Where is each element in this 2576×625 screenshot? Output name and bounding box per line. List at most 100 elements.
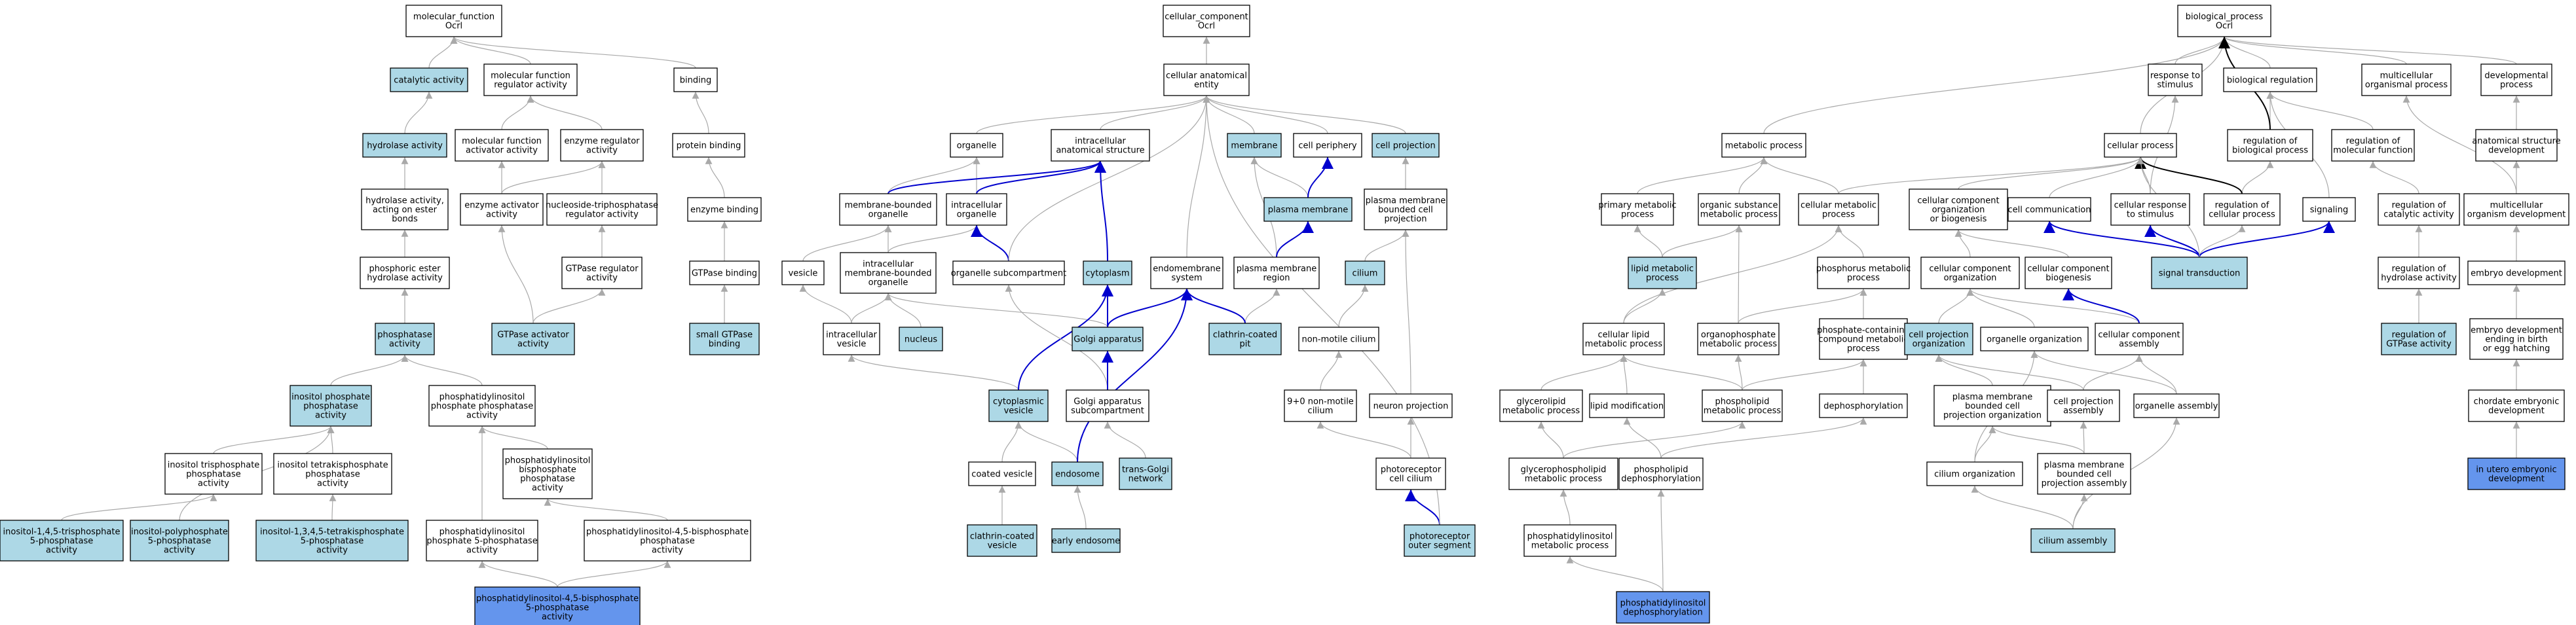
node-vesicle[interactable]: vesicle (781, 260, 825, 285)
node-gtpasebind[interactable]: GTPase binding (689, 260, 760, 285)
node-pibis[interactable]: phosphatidylinositolbisphosphatephosphat… (502, 448, 593, 499)
node-embryodev[interactable]: embryo development (2467, 260, 2566, 285)
node-ino1345[interactable]: inositol-1,3,4,5-tetrakisphosphate5-phos… (255, 520, 409, 562)
node-endosome[interactable]: endosome (1051, 461, 1104, 486)
node-binding[interactable]: binding (673, 67, 718, 92)
node-ino145[interactable]: inositol-1,4,5-trisphosphate5-phosphatas… (0, 520, 124, 562)
node-inostris[interactable]: inositol trisphosphatephosphataseactivit… (164, 453, 263, 495)
node-cellproj[interactable]: cell projection (1372, 133, 1440, 158)
node-sigtrans[interactable]: signal transduction (2151, 257, 2248, 289)
node-cellperiph[interactable]: cell periphery (1293, 133, 1362, 158)
node-catalytic[interactable]: catalytic activity (390, 67, 468, 92)
node-orgorg[interactable]: organelle organization (1980, 327, 2089, 351)
node-ciliumorg[interactable]: cilium organization (1926, 461, 2023, 486)
node-protbind[interactable]: protein binding (672, 133, 745, 158)
node-orgsub[interactable]: organelle subcompartment (951, 260, 1067, 285)
node-nonmotile[interactable]: non-motile cilium (1298, 327, 1379, 351)
node-nucleus[interactable]: nucleus (899, 327, 943, 351)
node-membrane[interactable]: membrane (1227, 133, 1282, 158)
node-cytoplasm[interactable]: cytoplasm (1083, 260, 1132, 285)
node-inopoly[interactable]: inositol-polyphosphate5-phosphataseactiv… (130, 520, 229, 562)
node-organelle[interactable]: organelle (950, 133, 1003, 158)
node-pi45bis5[interactable]: phosphatidylinositol-4,5-bisphosphate5-p… (474, 586, 641, 625)
node-cellcomm[interactable]: cell communication (2007, 197, 2091, 222)
node-golgi[interactable]: Golgi apparatus (1072, 327, 1144, 351)
node-hydrolase[interactable]: hydrolase activity (362, 133, 447, 158)
node-cellproc[interactable]: cellular process (2104, 133, 2177, 158)
node-plasmamem[interactable]: plasma membrane (1263, 197, 1353, 222)
node-orgassem[interactable]: organelle assembly (2133, 393, 2220, 418)
node-cilium[interactable]: cilium (1345, 260, 1385, 285)
node-earlyendo[interactable]: early endosome (1051, 528, 1121, 553)
node-signaling[interactable]: signaling (2302, 197, 2356, 222)
node-inostetra[interactable]: inositol tetrakisphosphatephosphataseact… (273, 453, 392, 495)
node-dephos[interactable]: dephosphorylation (1819, 393, 1908, 418)
node-coatedves[interactable]: coated vesicle (968, 461, 1036, 486)
node-neuronproj[interactable]: neuron projection (1369, 393, 1453, 418)
node-bioreg[interactable]: biological regulation (2223, 67, 2317, 92)
node-ciliumassem[interactable]: cilium assembly (2030, 528, 2116, 553)
